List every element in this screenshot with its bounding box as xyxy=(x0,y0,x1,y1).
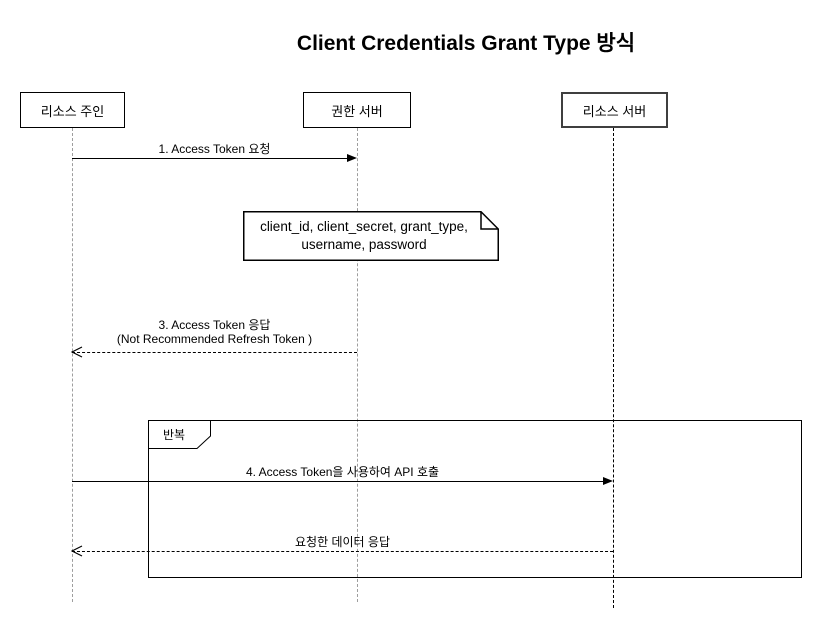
loop-label-shape xyxy=(148,420,211,449)
actor-resource-server-label: 리소스 서버 xyxy=(582,103,647,119)
message-4-arrowhead-icon xyxy=(603,477,613,485)
actor-auth-server: 권한 서버 xyxy=(303,92,411,128)
message-1-label: 1. Access Token 요청 xyxy=(158,142,271,156)
message-3-arrowhead-icon xyxy=(71,346,83,358)
actor-auth-server-label: 권한 서버 xyxy=(331,103,383,119)
lifeline-auth-server xyxy=(357,128,358,602)
message-1-arrowhead-icon xyxy=(347,154,357,162)
message-5-arrowhead-icon xyxy=(71,545,83,557)
message-4-label: 4. Access Token을 사용하여 API 호출 xyxy=(245,465,440,479)
note-credentials: client_id, client_secret, grant_type, us… xyxy=(243,211,499,261)
note-text-line2: username, password xyxy=(301,237,427,252)
message-1-line xyxy=(72,158,351,159)
note-text-line1: client_id, client_secret, grant_type, xyxy=(260,219,468,234)
message-3-label-group: 3. Access Token 응답 (Not Recommended Refr… xyxy=(72,318,357,346)
message-3-label: 3. Access Token 응답 xyxy=(158,318,271,332)
diagram-title: Client Credentials Grant Type 방식 xyxy=(296,32,636,55)
actor-resource-owner-label: 리소스 주인 xyxy=(40,103,105,119)
message-3-line xyxy=(72,352,357,353)
message-3-sublabel: (Not Recommended Refresh Token ) xyxy=(116,332,313,346)
note-text: client_id, client_secret, grant_type, us… xyxy=(243,211,485,261)
message-4-line xyxy=(72,481,607,482)
message-5-line xyxy=(72,551,613,552)
note-shape xyxy=(243,211,499,261)
message-5-label: 요청한 데이터 응답 xyxy=(295,535,390,549)
actor-resource-owner: 리소스 주인 xyxy=(20,92,125,128)
loop-label: 반복 xyxy=(162,427,186,442)
lifeline-resource-server xyxy=(613,128,614,608)
actor-resource-server: 리소스 서버 xyxy=(561,92,668,128)
lifeline-resource-owner xyxy=(72,128,73,602)
loop-frame: 반복 xyxy=(148,420,802,578)
